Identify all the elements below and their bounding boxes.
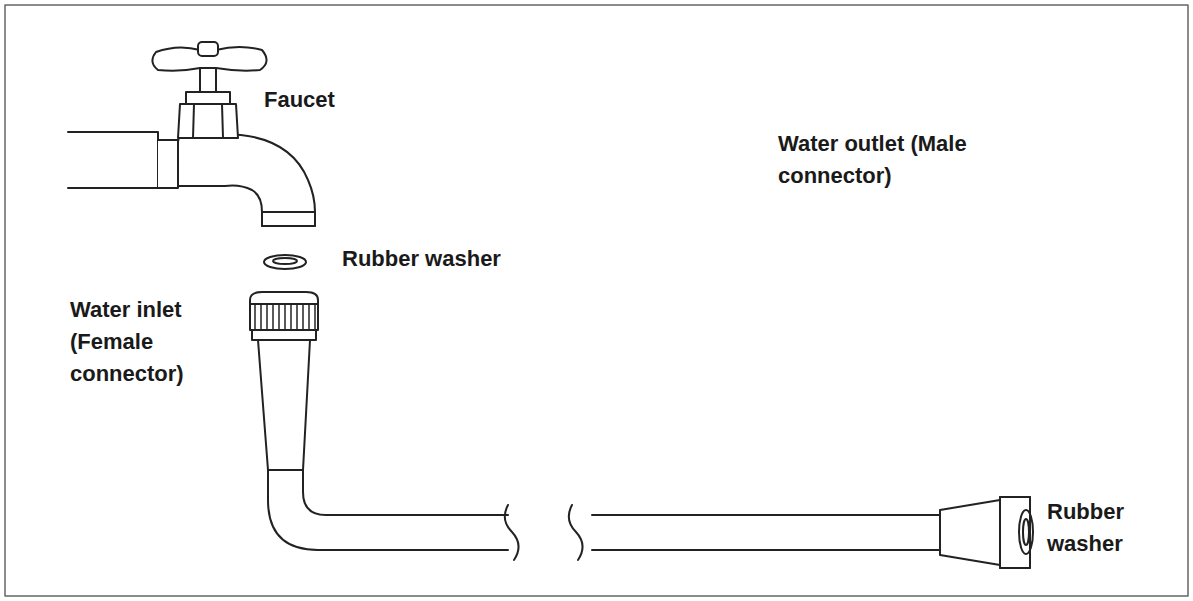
rubber-washer-top xyxy=(264,255,306,269)
hose xyxy=(268,470,940,560)
part-label: Rubber washer xyxy=(1047,496,1147,560)
part-label: Water inlet (Female connector) xyxy=(70,294,220,390)
rubber-washer-outlet xyxy=(1019,510,1033,554)
part-label: Faucet xyxy=(264,84,384,116)
male-connector xyxy=(940,497,1030,568)
female-connector xyxy=(250,292,318,470)
part-label: Water outlet (Male connector) xyxy=(778,128,978,192)
faucet-drawing xyxy=(68,42,315,226)
part-label: Rubber washer xyxy=(342,243,542,275)
frame xyxy=(5,5,1188,596)
